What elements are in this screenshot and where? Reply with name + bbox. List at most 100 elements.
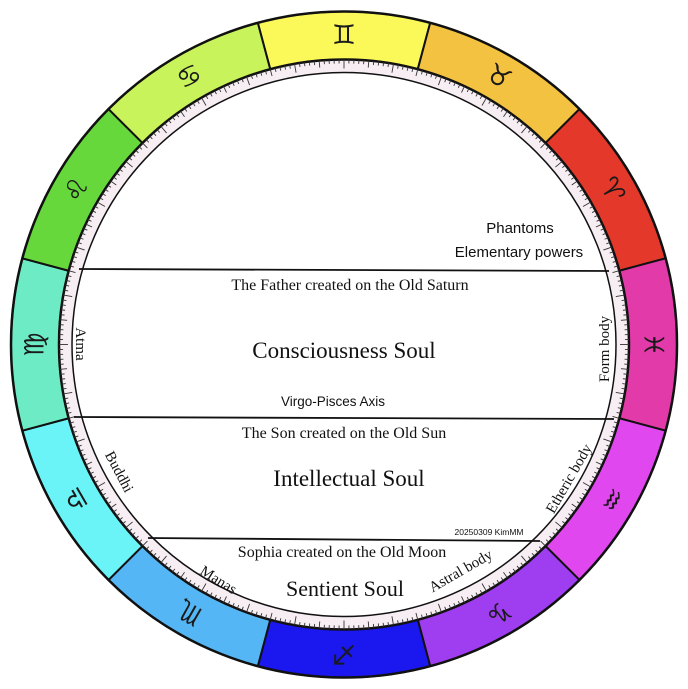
degree-tick: [289, 64, 291, 69]
degree-tick: [113, 509, 117, 513]
degree-tick: [594, 471, 599, 475]
degree-tick: [145, 546, 150, 550]
degree-tick: [615, 294, 625, 298]
degree-tick: [110, 503, 117, 509]
degree-tick: [87, 467, 92, 470]
degree-tick: [92, 210, 97, 213]
degree-tick: [61, 383, 66, 385]
degree-tick: [619, 397, 624, 400]
moon-line: [147, 537, 541, 542]
degree-tick: [448, 604, 452, 609]
degree-tick: [565, 168, 569, 172]
degree-tick: [303, 62, 306, 67]
degree-tick: [196, 585, 200, 590]
degree-tick: [318, 60, 321, 68]
degree-tick: [611, 430, 616, 433]
degree-tick: [71, 426, 76, 429]
degree-tick: [461, 86, 465, 93]
degree-tick: [621, 299, 626, 301]
degree-tick: [265, 70, 267, 75]
degree-tick: [102, 193, 106, 196]
degree-tick: [107, 501, 112, 505]
degree-tick: [595, 461, 603, 466]
degree-tick: [223, 596, 227, 603]
degree-tick: [99, 488, 104, 492]
degree-tick: [294, 616, 297, 626]
father-label: The Father created on the Old Saturn: [231, 277, 468, 294]
degree-tick: [535, 549, 539, 554]
degree-tick: [520, 122, 524, 127]
degree-tick: [565, 517, 569, 521]
degree-tick: [457, 83, 461, 88]
degree-tick: [85, 461, 93, 466]
degree-tick: [138, 146, 143, 150]
degree-tick: [176, 113, 180, 118]
degree-tick: [74, 435, 79, 438]
degree-tick: [425, 613, 428, 618]
sophia-label: Sophia created on the Old Moon: [238, 544, 446, 561]
degree-tick: [516, 119, 520, 124]
degree-tick: [602, 453, 607, 457]
phantoms-label: Phantoms: [486, 220, 554, 237]
degree-tick: [576, 184, 581, 188]
degree-tick: [430, 611, 433, 616]
degree-tick: [65, 402, 70, 405]
degree-tick: [67, 412, 72, 414]
degree-tick: [96, 482, 106, 488]
degree-tick: [119, 517, 123, 521]
degree-tick: [81, 453, 86, 457]
degree-tick: [508, 113, 512, 118]
degree-tick: [79, 237, 84, 240]
degree-tick: [401, 65, 404, 70]
degree-tick: [201, 97, 207, 106]
degree-tick: [269, 69, 273, 77]
degree-tick: [453, 602, 456, 608]
degree-tick: [406, 618, 409, 623]
degree-tick: [521, 125, 528, 134]
degree-tick: [284, 65, 287, 70]
degree-tick: [67, 275, 72, 277]
degree-tick: [241, 606, 244, 611]
degree-tick: [538, 546, 543, 550]
degree-tick: [411, 67, 414, 72]
degree-tick: [579, 188, 584, 192]
degree-tick: [435, 610, 438, 615]
degree-tick: [603, 438, 612, 443]
degree-tick: [555, 528, 560, 532]
degree-tick: [555, 160, 563, 168]
degree-tick: [466, 88, 470, 93]
degree-tick: [411, 617, 414, 622]
degree-tick: [406, 66, 409, 71]
degree-tick: [138, 539, 143, 543]
degree-tick: [620, 319, 628, 321]
degree-tick: [562, 164, 566, 169]
intellectual-soul-label: Intellectual Soul: [273, 466, 424, 491]
degree-tick: [461, 596, 465, 603]
degree-tick: [503, 571, 508, 579]
degree-tick: [218, 88, 222, 93]
degree-tick: [492, 102, 496, 107]
credit-label: 20250309 KimMM: [455, 527, 524, 537]
degree-tick: [382, 622, 385, 627]
form-body-label: Form body: [597, 315, 613, 382]
degree-tick: [94, 205, 99, 209]
degree-tick: [72, 256, 77, 259]
degree-tick: [160, 555, 167, 564]
degree-tick: [145, 139, 150, 143]
degree-tick: [62, 388, 67, 390]
degree-tick: [74, 251, 79, 254]
degree-tick: [68, 270, 76, 273]
degree-tick: [540, 540, 546, 547]
degree-tick: [435, 74, 438, 79]
axis-label: Virgo-Pisces Axis: [281, 394, 385, 409]
degree-tick: [122, 164, 126, 169]
degree-tick: [552, 153, 557, 157]
degree-tick: [401, 619, 404, 624]
degree-tick: [92, 476, 97, 479]
degree-tick: [609, 435, 614, 438]
degree-tick: [76, 246, 85, 251]
degree-tick: [246, 603, 251, 613]
degree-tick: [279, 66, 282, 71]
pisces-icon: ♓︎: [638, 332, 669, 356]
